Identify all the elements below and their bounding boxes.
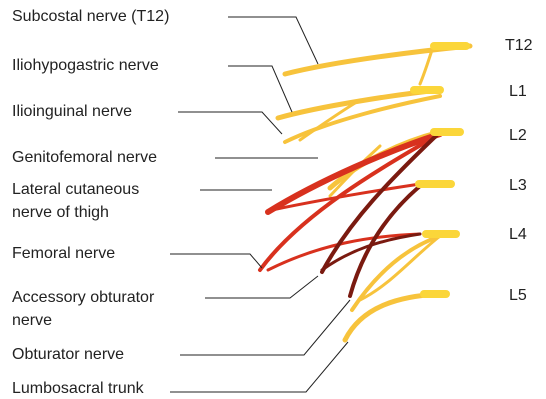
- label-accessory-obturator-2: nerve: [12, 311, 52, 331]
- leader-subcostal: [228, 17, 318, 64]
- subcostal-branch: [420, 50, 432, 84]
- label-obturator: Obturator nerve: [12, 345, 124, 365]
- leader-accessory-obturator: [205, 276, 318, 298]
- level-label-l4: L4: [509, 225, 527, 245]
- root-l3: [415, 180, 455, 188]
- label-accessory-obturator-1: Accessory obturator: [12, 288, 154, 308]
- label-ilioinguinal: Ilioinguinal nerve: [12, 102, 132, 122]
- leader-ilioinguinal: [178, 112, 282, 134]
- subcostal-nerve-path: [285, 46, 470, 74]
- genitofemoral-branch: [330, 146, 380, 196]
- root-l1: [410, 86, 444, 94]
- label-femoral: Femoral nerve: [12, 244, 115, 264]
- label-lateral-cutaneous-1: Lateral cutaneous: [12, 180, 139, 200]
- leader-obturator: [180, 300, 350, 355]
- level-label-t12: T12: [505, 36, 533, 56]
- label-subcostal: Subcostal nerve (T12): [12, 7, 169, 27]
- level-label-l3: L3: [509, 176, 527, 196]
- root-l4: [422, 230, 460, 238]
- level-label-l5: L5: [509, 286, 527, 306]
- label-iliohypogastric: Iliohypogastric nerve: [12, 56, 159, 76]
- root-l5: [420, 290, 450, 298]
- label-genitofemoral: Genitofemoral nerve: [12, 148, 157, 168]
- root-l2: [430, 128, 464, 136]
- level-label-l2: L2: [509, 126, 527, 146]
- leader-femoral: [170, 254, 262, 268]
- label-lateral-cutaneous-2: nerve of thigh: [12, 203, 109, 223]
- level-label-l1: L1: [509, 82, 527, 102]
- root-t12: [430, 42, 470, 50]
- leader-iliohypogastric: [228, 66, 292, 112]
- label-lumbosacral-trunk: Lumbosacral trunk: [12, 379, 144, 399]
- leader-lumbosacral: [170, 342, 348, 392]
